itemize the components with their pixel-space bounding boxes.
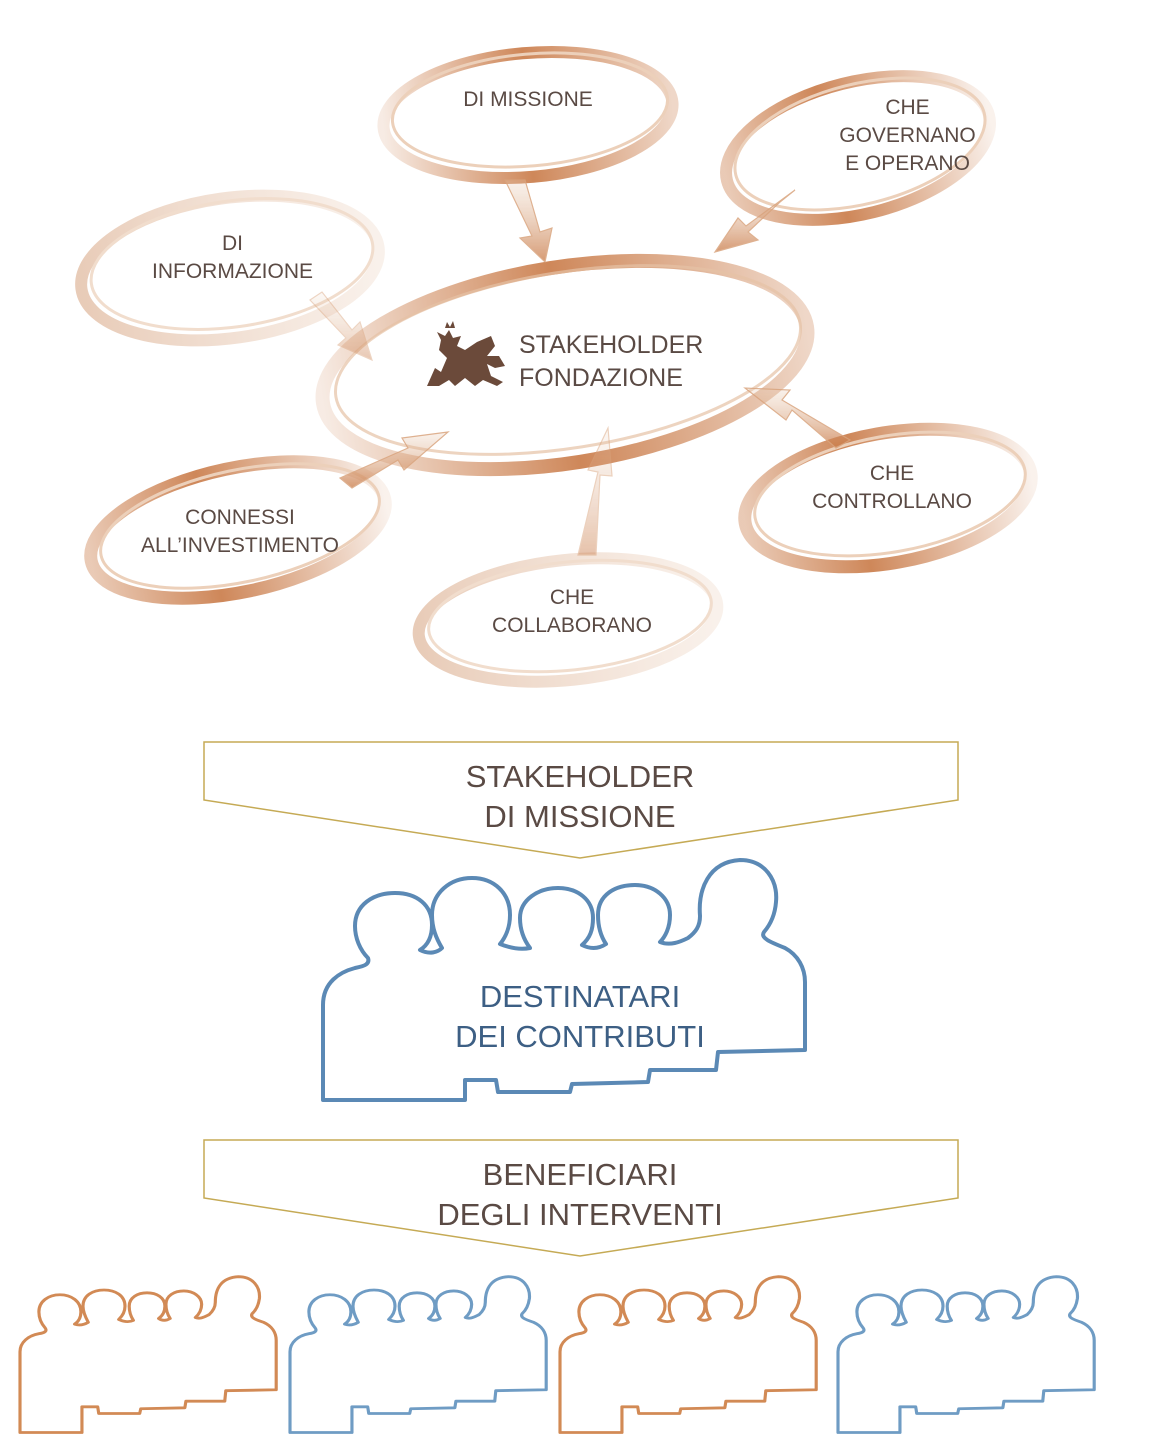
arrow-missione bbox=[504, 179, 553, 264]
arrow-controllano bbox=[743, 387, 852, 449]
label-investimento: CONNESSI ALL’INVESTIMENTO bbox=[125, 504, 355, 560]
people-group-destinatari bbox=[321, 858, 807, 1102]
label-controllano: CHE CONTROLLANO bbox=[782, 460, 1002, 516]
arrow-governano bbox=[713, 189, 796, 254]
destinatari-line1: DESTINATARI bbox=[479, 979, 681, 1014]
arrow-investimento bbox=[338, 431, 450, 489]
banner2-label: BENEFICIARI DEGLI INTERVENTI bbox=[380, 1155, 780, 1235]
arrow-collaborano bbox=[577, 425, 613, 556]
ellipse-investimento bbox=[84, 455, 392, 605]
label-missione-line1: DI MISSIONE bbox=[463, 88, 593, 111]
label-investimento-line1: CONNESSI bbox=[185, 506, 295, 529]
banner-stakeholder-missione bbox=[203, 741, 959, 859]
people-group-4 bbox=[836, 1275, 1096, 1434]
banner2-line2: DEGLI INTERVENTI bbox=[437, 1197, 723, 1232]
ellipse-missione bbox=[377, 45, 679, 185]
label-collaborano-line2: COLLABORANO bbox=[492, 614, 652, 637]
center-label: STAKEHOLDER FONDAZIONE bbox=[519, 329, 703, 395]
center-ellipse bbox=[315, 253, 815, 477]
label-governano-line1: CHE bbox=[885, 96, 930, 119]
banner1-line1: STAKEHOLDER bbox=[465, 759, 695, 794]
label-controllano-line1: CHE bbox=[869, 462, 915, 485]
center-label-line1: STAKEHOLDER bbox=[519, 331, 704, 359]
label-missione: DI MISSIONE bbox=[428, 86, 628, 114]
label-governano: CHE GOVERNANO E OPERANO bbox=[800, 94, 1015, 178]
ellipse-informazione bbox=[75, 189, 385, 347]
label-investimento-line2: ALL’INVESTIMENTO bbox=[140, 534, 339, 557]
people-group-2 bbox=[288, 1275, 548, 1434]
arrow-informazione bbox=[309, 291, 373, 362]
label-informazione-line2: INFORMAZIONE bbox=[152, 260, 313, 283]
banner2-line1: BENEFICIARI bbox=[482, 1157, 678, 1192]
banner1-label: STAKEHOLDER DI MISSIONE bbox=[380, 757, 780, 837]
ellipse-controllano bbox=[738, 422, 1038, 574]
ellipse-collaborano bbox=[412, 552, 724, 688]
banner-beneficiari bbox=[203, 1139, 959, 1257]
center-label-line2: FONDAZIONE bbox=[519, 364, 683, 392]
people-group-3 bbox=[558, 1275, 818, 1434]
destinatari-label: DESTINATARI DEI CONTRIBUTI bbox=[380, 977, 780, 1057]
ellipse-governano bbox=[720, 70, 996, 226]
people-groups-beneficiari bbox=[18, 1275, 1096, 1434]
label-collaborano-line1: CHE bbox=[549, 586, 595, 609]
label-informazione-line1: DI bbox=[222, 232, 243, 255]
destinatari-line2: DEI CONTRIBUTI bbox=[455, 1019, 705, 1054]
label-informazione: DI INFORMAZIONE bbox=[120, 230, 345, 286]
label-controllano-line2: CONTROLLANO bbox=[812, 490, 972, 513]
arrows bbox=[309, 179, 852, 556]
banner1-line2: DI MISSIONE bbox=[484, 799, 676, 834]
lion-logo-icon bbox=[427, 321, 505, 386]
people-group-1 bbox=[18, 1275, 278, 1434]
label-collaborano: CHE COLLABORANO bbox=[462, 584, 682, 640]
label-governano-line2: GOVERNANO bbox=[839, 124, 976, 147]
label-governano-line3: E OPERANO bbox=[845, 152, 970, 175]
